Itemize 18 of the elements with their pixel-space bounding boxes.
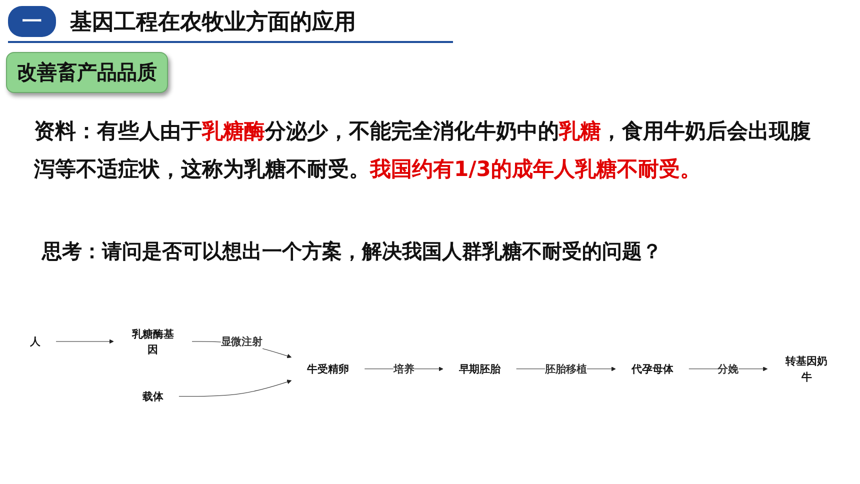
question-text: 思考：请问是否可以想出一个方案，解决我国人群乳糖不耐受的问题？: [42, 238, 662, 265]
arrow: [178, 380, 292, 397]
paragraph: 资料：有些人由于乳糖酶分泌少，不能完全消化牛奶中的乳糖，食用牛奶后会出现腹泻等不适症状，这称为乳糖不耐受。我国约有1/3的成年人乳糖不耐受。: [34, 118, 812, 183]
section-number: 一: [8, 6, 56, 37]
arrow: [56, 339, 114, 344]
node-text: 人: [30, 335, 40, 348]
node-text: 牛受精卵: [307, 362, 349, 376]
node-text: 早期胚胎: [458, 362, 501, 376]
edge-label: 显微注射: [220, 335, 263, 348]
edge-label: 胚胎移植: [545, 362, 587, 376]
node-text: 代孕母体: [631, 362, 674, 376]
edge-label: 培养: [393, 362, 414, 376]
slide-title: 基因工程在农牧业方面的应用: [70, 8, 356, 36]
edge-label: 分娩: [718, 362, 739, 376]
node-text: 乳糖酶基因: [132, 327, 174, 356]
node-text: 转基因奶牛: [786, 354, 828, 384]
subheading-tab: 改善畜产品品质: [6, 52, 168, 93]
node-text: 载体: [142, 390, 164, 403]
